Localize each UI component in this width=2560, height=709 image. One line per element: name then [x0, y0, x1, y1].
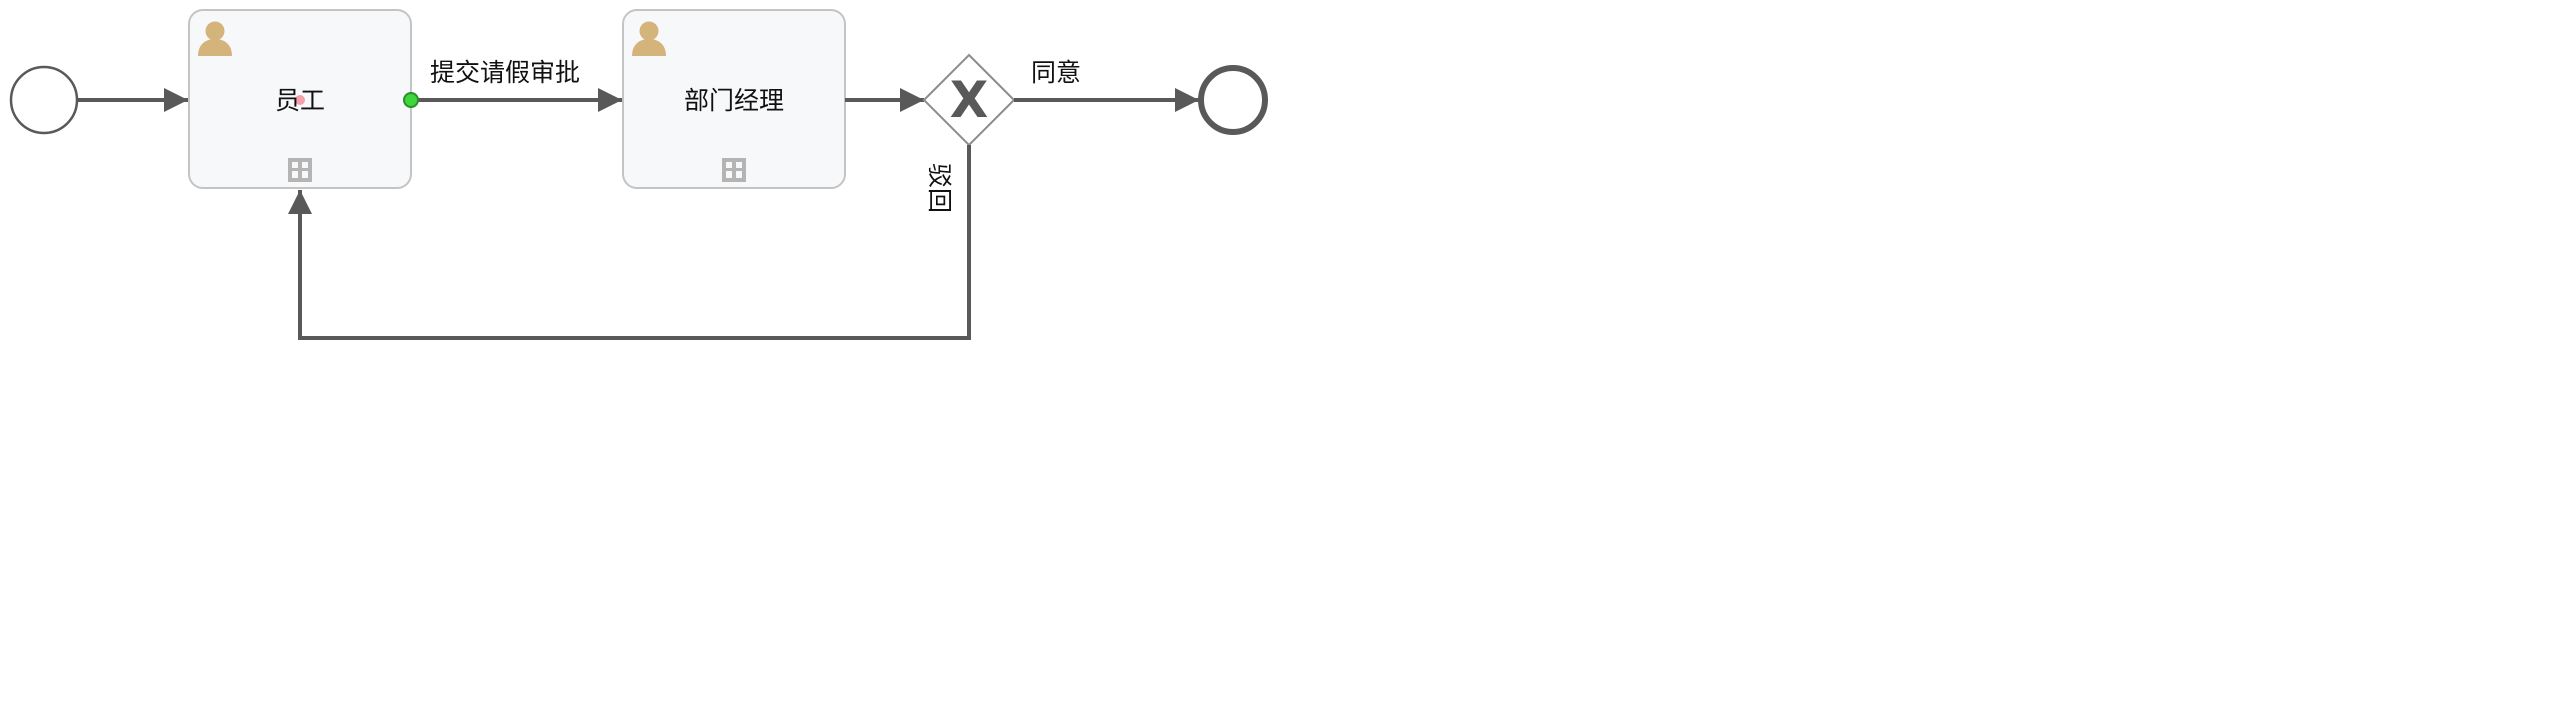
flow-label-reject: 驳回 [925, 163, 954, 213]
task-manager[interactable]: 部门经理 [622, 9, 846, 189]
exclusive-gateway[interactable]: X [922, 53, 1016, 147]
user-icon [632, 21, 666, 56]
flow-label-submit: 提交请假审批 [430, 58, 580, 87]
flow-label-approve: 同意 [1031, 58, 1081, 87]
multi-instance-icon [288, 158, 312, 182]
task-manager-label: 部门经理 [684, 86, 784, 115]
user-icon [198, 21, 232, 56]
selection-dot [295, 95, 305, 105]
task-employee-label: 员工 [275, 86, 325, 115]
connection-point[interactable] [403, 92, 419, 108]
start-event[interactable] [9, 65, 79, 135]
multi-instance-icon [722, 158, 746, 182]
gateway-x-icon: X [950, 71, 989, 129]
end-event[interactable] [1198, 65, 1268, 135]
flow-gateway-to-employee[interactable] [288, 145, 971, 340]
task-employee[interactable]: 员工 [188, 9, 412, 189]
